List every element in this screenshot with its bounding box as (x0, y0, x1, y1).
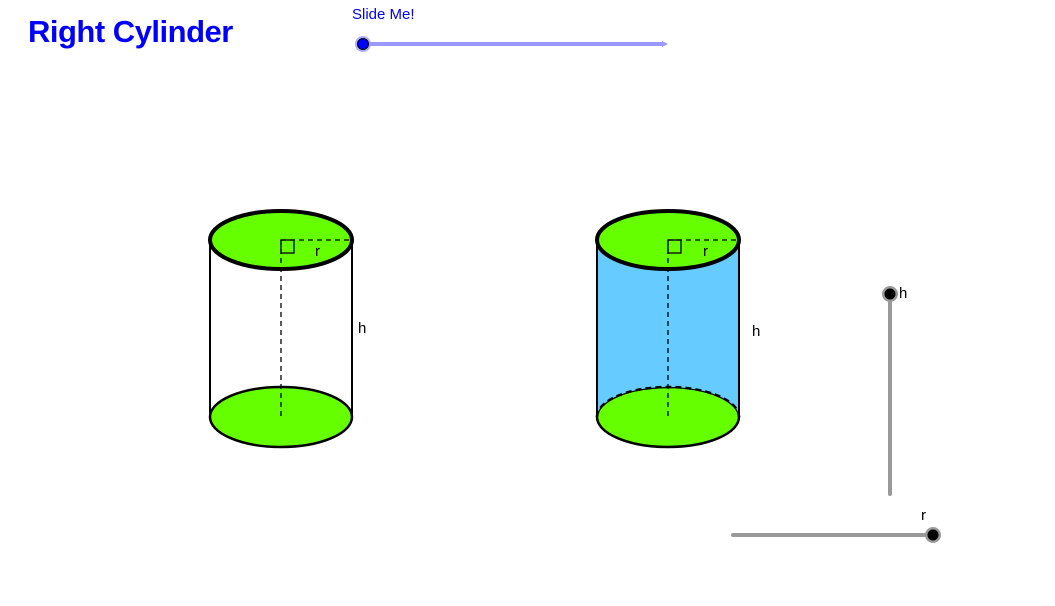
radius-point[interactable] (927, 529, 939, 541)
right-angle-marker-icon (280, 239, 295, 254)
cylinder-left: r h (208, 209, 366, 449)
cylinder-right-lateral (597, 240, 739, 417)
slide-me-slider[interactable] (355, 36, 668, 52)
slider-track-end (662, 41, 668, 47)
height-point[interactable] (884, 288, 896, 300)
height-control[interactable]: h (882, 285, 907, 496)
slider-label: Slide Me! (352, 6, 415, 23)
height-point-label: h (899, 285, 907, 302)
page-title: Right Cylinder (28, 14, 233, 49)
cylinder-left-radius-label: r (315, 243, 320, 260)
cylinder-right: r h (595, 209, 760, 449)
slider-knob[interactable] (357, 38, 369, 50)
right-angle-marker-icon (667, 239, 682, 254)
cylinder-right-radius-label: r (703, 243, 708, 260)
radius-control[interactable]: r (731, 507, 941, 543)
cylinder-left-height-label: h (358, 320, 366, 337)
cylinder-right-height-label: h (752, 323, 760, 340)
radius-point-label: r (921, 507, 926, 524)
